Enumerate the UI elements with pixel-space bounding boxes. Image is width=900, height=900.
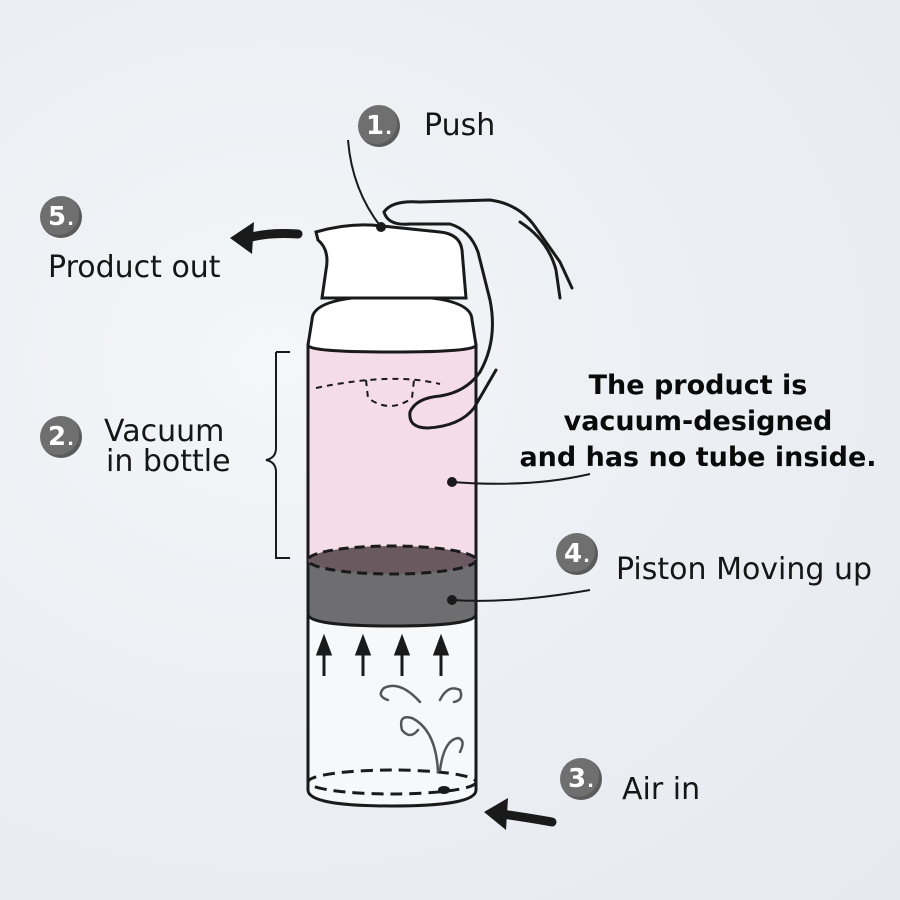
note-leader [451, 473, 591, 485]
step-1-label: Push [424, 108, 496, 143]
hand [382, 198, 574, 430]
step-5-label: Product out [48, 250, 221, 285]
piston-top [306, 544, 478, 576]
step-1-badge: 1 [358, 105, 400, 147]
piston-leader [451, 589, 591, 602]
bottle-air-chamber [306, 594, 478, 808]
note-line-3: and has no tube inside. [519, 442, 877, 473]
air-swirls [379, 684, 464, 774]
push-leader [347, 139, 382, 228]
step-3-badge: 3 [560, 758, 602, 800]
note-line-1: The product is [588, 370, 808, 401]
step-2-label-line-2: in bottle [106, 444, 231, 479]
step-3-label: Air in [622, 772, 701, 807]
piston [306, 560, 478, 628]
step-2-label-line-1: Vacuum [104, 414, 225, 449]
bottle-collar [306, 294, 478, 354]
inner-valve [315, 377, 441, 389]
step-2-badge: 2 [40, 416, 82, 458]
bottle-base-rim [306, 768, 478, 796]
step-5-badge: 5 [40, 196, 82, 238]
vacuum-bracket [265, 351, 290, 559]
pump-head [314, 223, 468, 300]
product-chamber [306, 343, 478, 564]
product-out-arrow [243, 229, 303, 243]
step-4-badge: 4 [556, 533, 598, 575]
air-hole [438, 786, 450, 794]
air-in-arrow [497, 809, 557, 827]
step-4-label: Piston Moving up [616, 552, 873, 587]
note-line-2: vacuum-designed [563, 406, 833, 437]
vacuum-design-note: The product is vacuum-designed and has n… [498, 368, 898, 476]
air-pressure-arrows [315, 633, 450, 676]
